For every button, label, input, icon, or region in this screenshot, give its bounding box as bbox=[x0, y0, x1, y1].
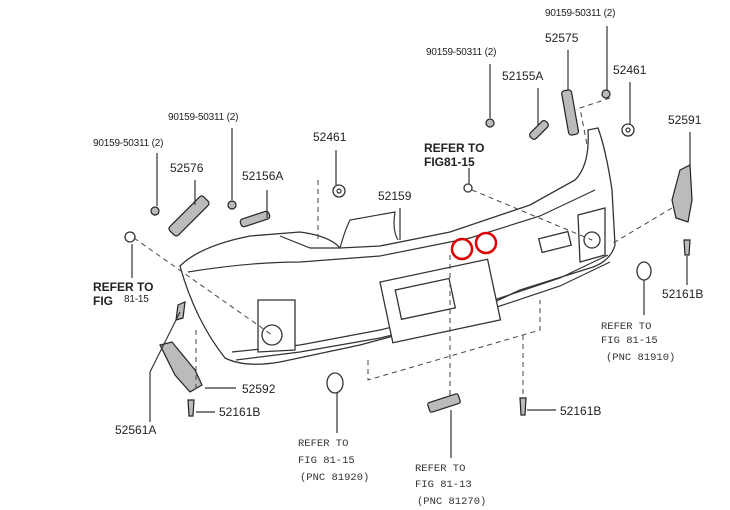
label-52561a[interactable]: 52561A bbox=[115, 423, 156, 437]
label-bolt-90159-50311: 90159-50311 (2) bbox=[168, 112, 238, 123]
reference-line: REFER TO bbox=[298, 438, 348, 450]
reflector-icon[interactable] bbox=[636, 261, 652, 281]
screw-52161b-icon[interactable] bbox=[519, 397, 527, 416]
label-52592[interactable]: 52592 bbox=[242, 382, 276, 396]
reference-fig-81-13-pnc-81270[interactable]: REFER TO FIG 81-13 (PNC 81270) bbox=[415, 463, 486, 508]
label-52159[interactable]: 52159 bbox=[378, 189, 412, 203]
license-lamp[interactable] bbox=[427, 393, 461, 413]
reference-line: FIG 81-13 bbox=[415, 479, 472, 491]
label-52161b[interactable]: 52161B bbox=[219, 405, 260, 419]
bolt-icon[interactable] bbox=[485, 118, 495, 128]
bracket-52592[interactable] bbox=[159, 341, 203, 393]
reflector-icon[interactable] bbox=[326, 372, 344, 394]
nut-52461-left[interactable] bbox=[332, 184, 346, 198]
reference-line: 81-15 bbox=[124, 294, 149, 305]
reference-line: FIG 81-15 bbox=[298, 455, 355, 467]
label-52461[interactable]: 52461 bbox=[313, 130, 347, 144]
reference-line: (PNC 81270) bbox=[417, 496, 486, 508]
bracket-52591[interactable] bbox=[671, 164, 693, 223]
reference-line: REFER TO bbox=[424, 141, 484, 155]
reference-line: FIG81-15 bbox=[424, 155, 475, 169]
highlight-markers bbox=[450, 231, 498, 261]
label-52591[interactable]: 52591 bbox=[668, 113, 702, 127]
bumper-cover-52159[interactable] bbox=[179, 127, 616, 365]
label-52161b[interactable]: 52161B bbox=[560, 404, 601, 418]
reference-fig-81-15-top[interactable]: REFER TO FIG81-15 bbox=[424, 141, 484, 169]
retainer-52576[interactable] bbox=[168, 195, 210, 237]
label-52575[interactable]: 52575 bbox=[545, 31, 579, 45]
label-52156a[interactable]: 52156A bbox=[242, 169, 283, 183]
label-52576[interactable]: 52576 bbox=[170, 161, 204, 175]
leader-lines bbox=[131, 26, 691, 458]
label-52155a[interactable]: 52155A bbox=[502, 69, 543, 83]
reference-line: REFER TO bbox=[93, 280, 153, 294]
retainer-52575[interactable] bbox=[561, 89, 580, 136]
clip-52156a[interactable] bbox=[239, 210, 271, 228]
screw-52161b-icon[interactable] bbox=[187, 399, 195, 417]
reference-line: FIG bbox=[93, 294, 113, 308]
reference-fig-81-15-pnc-81910[interactable]: REFER TO FIG 81-15 (PNC 81910) bbox=[601, 321, 675, 364]
label-bolt-90159-50311: 90159-50311 (2) bbox=[545, 8, 615, 19]
reference-line: REFER TO bbox=[415, 463, 465, 475]
reference-fig-81-15-pnc-81920[interactable]: REFER TO FIG 81-15 (PNC 81920) bbox=[298, 438, 369, 484]
clip-icon[interactable] bbox=[463, 183, 473, 193]
clip-52155a[interactable] bbox=[528, 119, 549, 140]
highlight-circle bbox=[450, 237, 474, 261]
reference-line: (PNC 81920) bbox=[300, 472, 369, 484]
reference-line: REFER TO bbox=[601, 321, 651, 333]
reference-line: FIG 81-15 bbox=[601, 335, 658, 347]
label-52461[interactable]: 52461 bbox=[613, 63, 647, 77]
bolt-icon[interactable] bbox=[227, 200, 237, 210]
clip-icon[interactable] bbox=[124, 231, 136, 243]
screw-52161b-icon[interactable] bbox=[683, 239, 691, 256]
reference-line: (PNC 81910) bbox=[606, 352, 675, 364]
reference-fig-81-15-left[interactable]: REFER TO FIG 81-15 bbox=[93, 280, 153, 308]
label-bolt-90159-50311: 90159-50311 (2) bbox=[93, 138, 163, 149]
bolt-icon[interactable] bbox=[601, 89, 611, 99]
label-bolt-90159-50311: 90159-50311 (2) bbox=[426, 47, 496, 58]
nut-52461-right[interactable] bbox=[621, 123, 635, 137]
bolt-icon[interactable] bbox=[150, 206, 160, 216]
highlight-circle bbox=[474, 231, 498, 255]
label-52161b[interactable]: 52161B bbox=[662, 287, 703, 301]
